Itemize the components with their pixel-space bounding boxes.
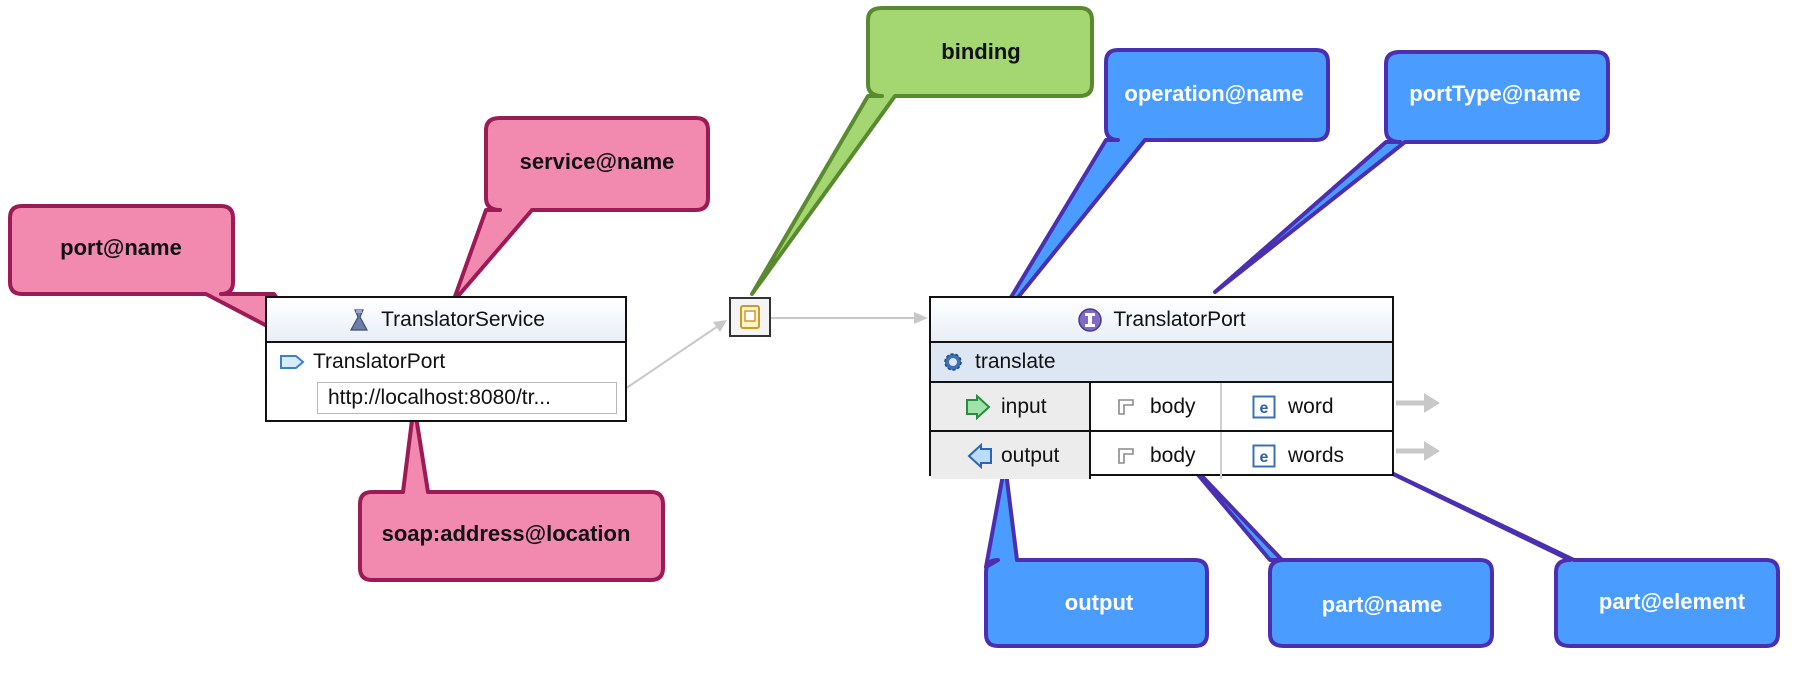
binding-node[interactable] [729,297,771,337]
callout-service-name-text: service@name [519,149,675,174]
callout-porttype-name-text: portType@name [1409,81,1581,106]
service-box[interactable]: TranslatorService TranslatorPort http://… [265,296,627,422]
input-cell[interactable]: input [931,383,1091,430]
output-arrow-icon [965,442,993,469]
input-element-cell[interactable]: e word [1222,383,1392,430]
element-icon: e [1252,395,1276,419]
service-header: TranslatorService [267,298,625,343]
service-title: TranslatorService [381,307,545,331]
port-icon [279,353,305,371]
callout-binding [750,6,1094,296]
output-row-arrow [1396,441,1440,461]
interface-icon [1077,307,1103,333]
element-icon: e [1252,444,1276,468]
soap-address-field[interactable]: http://localhost:8080/tr... [317,382,617,414]
port-name: TranslatorPort [313,350,446,373]
callout-service-name [451,116,710,304]
operation-row[interactable]: translate [931,343,1392,383]
output-row[interactable]: output body e words [931,432,1392,479]
output-element-name: words [1288,443,1345,467]
output-label: output [1001,443,1060,467]
callout-operation-name-text: operation@name [1124,81,1304,106]
output-part-name: body [1150,443,1196,467]
porttype-box[interactable]: TranslatorPort translate input body e wo… [929,296,1394,479]
callout-soap-address [358,402,665,582]
input-row-arrow [1396,393,1440,413]
input-arrow-icon [965,393,993,420]
callout-part-element [1354,454,1780,648]
callout-output-text: output [1064,590,1134,615]
callout-soap-address-text: soap:address@location [381,521,631,546]
svg-text:e: e [1260,449,1269,466]
soap-address-value: http://localhost:8080/tr... [328,386,551,409]
porttype-title: TranslatorPort [1113,307,1246,331]
connector-arrowhead [713,320,727,332]
operation-name: translate [975,350,1056,373]
output-part-cell[interactable]: body [1091,432,1222,479]
input-label: input [1001,394,1047,418]
port-row[interactable]: TranslatorPort [267,343,625,381]
input-row[interactable]: input body e word [931,383,1392,432]
callout-port-name-text: port@name [60,235,182,260]
porttype-header: TranslatorPort [931,298,1392,343]
callout-part-element-text: part@element [1598,589,1746,614]
callout-part-name-text: part@name [1321,592,1443,617]
callout-part-name [1176,449,1494,648]
input-part-cell[interactable]: body [1091,383,1222,430]
part-icon [1116,446,1136,466]
connector-arrowhead [914,312,928,324]
input-element-name: word [1288,394,1334,418]
callout-porttype-name [1213,50,1610,294]
callout-binding-text: binding [941,39,1021,64]
connector-port-to-binding [615,321,725,396]
service-icon [347,308,371,332]
output-element-cell[interactable]: e words [1222,432,1392,479]
callout-operation-name [988,48,1330,334]
output-cell[interactable]: output [931,432,1091,479]
binding-icon [738,304,762,330]
part-icon [1116,397,1136,417]
input-part-name: body [1150,394,1196,418]
callout-output [984,462,1209,648]
gear-icon [941,350,965,374]
svg-text:e: e [1260,400,1269,417]
